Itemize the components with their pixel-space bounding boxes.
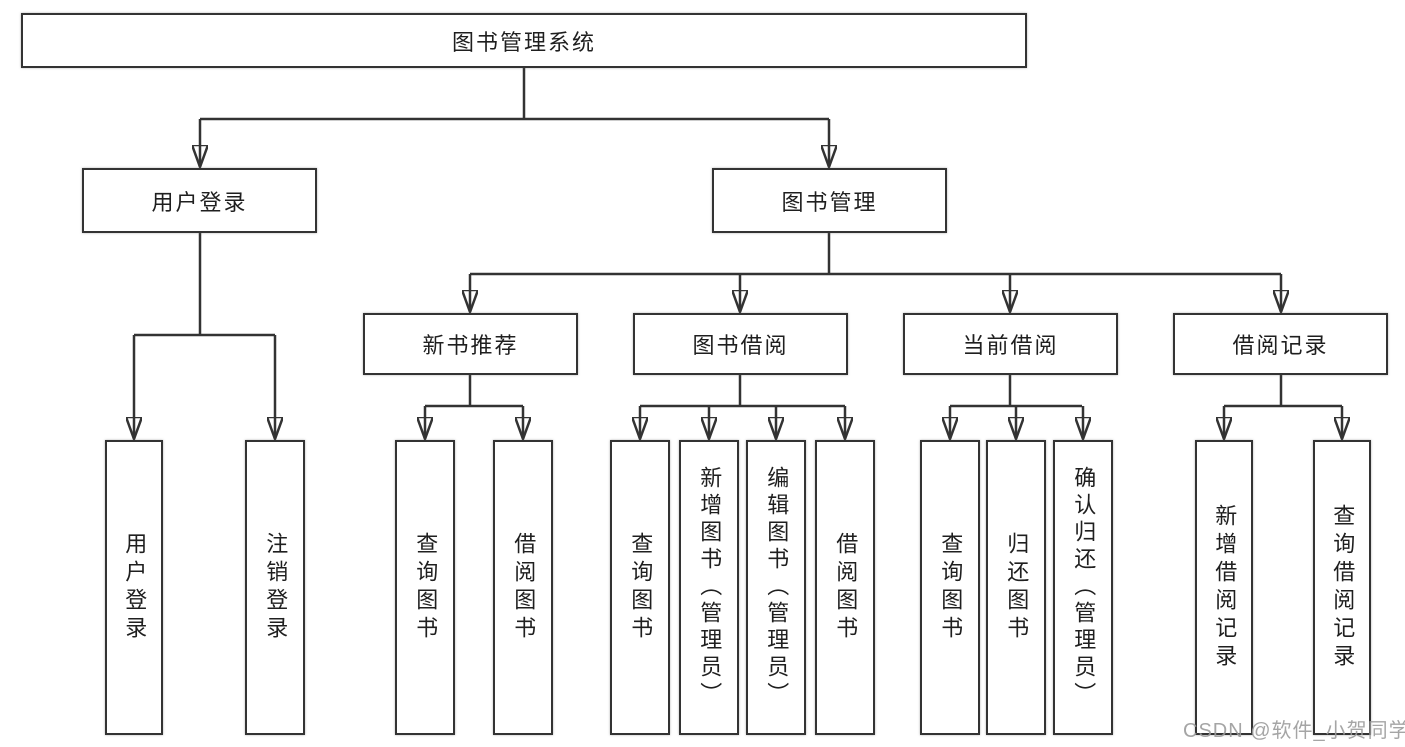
leaf-query-borrow-record: 查询借阅记录: [1313, 440, 1371, 735]
node-label: 归还图书: [1004, 531, 1030, 644]
leaf-logout: 注销登录: [245, 440, 305, 735]
leaf-query-books-2: 查询图书: [610, 440, 670, 735]
leaf-query-books-3: 查询图书: [920, 440, 980, 735]
leaf-confirm-return-admin: 确认归还（管理员）: [1053, 440, 1113, 735]
node-book-borrowing: 图书借阅: [633, 313, 848, 375]
node-borrowing-records: 借阅记录: [1173, 313, 1388, 375]
leaf-add-borrow-record: 新增借阅记录: [1195, 440, 1253, 735]
node-label: 编辑图书（管理员）: [764, 466, 790, 709]
node-book-management: 图书管理: [712, 168, 947, 233]
node-label: 借阅记录: [1232, 333, 1329, 358]
node-label: 图书管理: [781, 189, 878, 215]
leaf-borrow-books-1: 借阅图书: [493, 440, 553, 735]
node-label: 新书推荐: [422, 333, 519, 358]
node-label: 借阅图书: [833, 531, 859, 644]
leaf-borrow-books-2: 借阅图书: [815, 440, 875, 735]
leaf-return-books: 归还图书: [986, 440, 1046, 735]
node-label: 借阅图书: [511, 531, 537, 644]
node-label: 查询图书: [413, 531, 439, 644]
node-label: 新增借阅记录: [1212, 503, 1238, 672]
node-label: 查询图书: [938, 531, 964, 644]
node-user-login: 用户登录: [82, 168, 317, 233]
node-label: 当前借阅: [962, 333, 1059, 358]
node-library-management-system: 图书管理系统: [21, 13, 1027, 68]
leaf-edit-book-admin: 编辑图书（管理员）: [746, 440, 806, 735]
node-label: 确认归还（管理员）: [1071, 466, 1097, 709]
node-label: 图书借阅: [692, 333, 789, 358]
node-label: 用户登录: [122, 531, 148, 644]
node-label: 注销登录: [263, 531, 289, 644]
csdn-watermark: CSDN @软件_小贺同学: [1183, 720, 1405, 742]
node-label: 图书管理系统: [451, 29, 596, 55]
leaf-add-book-admin: 新增图书（管理员）: [679, 440, 739, 735]
leaf-query-books-1: 查询图书: [395, 440, 455, 735]
leaf-user-login: 用户登录: [105, 440, 163, 735]
node-label: 查询图书: [628, 531, 654, 644]
node-label: 用户登录: [151, 189, 248, 215]
node-label: 新增图书（管理员）: [697, 466, 723, 709]
node-label: 查询借阅记录: [1330, 503, 1356, 672]
node-new-book-recommendation: 新书推荐: [363, 313, 578, 375]
node-current-borrowing: 当前借阅: [903, 313, 1118, 375]
